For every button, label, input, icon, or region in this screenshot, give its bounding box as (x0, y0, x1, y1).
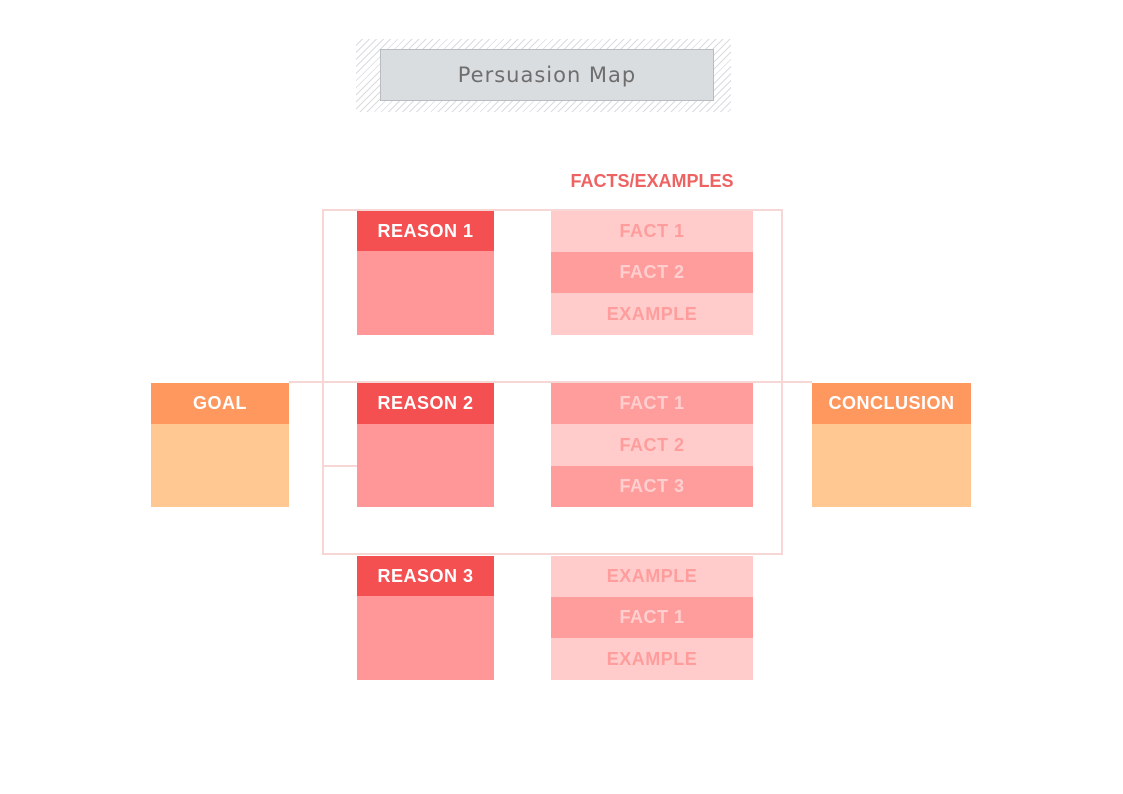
connector-line (322, 381, 812, 383)
reason-3-fact-3: EXAMPLE (551, 638, 753, 680)
reason-2-body (357, 424, 494, 507)
connector-line (322, 209, 783, 211)
reason-1-header: REASON 1 (357, 211, 494, 251)
goal-body (151, 424, 289, 507)
reason-2-fact-3: FACT 3 (551, 466, 753, 507)
conclusion-header: CONCLUSION (812, 383, 971, 424)
reason-1-fact-1: FACT 1 (551, 211, 753, 252)
reason-3-body (357, 596, 494, 680)
reason-2-fact-1: FACT 1 (551, 383, 753, 424)
reason-1-body (357, 251, 494, 335)
reason-3-fact-1: EXAMPLE (551, 556, 753, 597)
reason-3-header: REASON 3 (357, 556, 494, 596)
connector-line (322, 465, 358, 467)
facts-examples-heading: FACTS/EXAMPLES (570, 171, 734, 191)
connector-line (322, 553, 783, 555)
reason-2-fact-2: FACT 2 (551, 424, 753, 466)
goal-header: GOAL (151, 383, 289, 424)
reason-1-fact-2: FACT 2 (551, 252, 753, 293)
connector-line (289, 381, 324, 383)
page-title: Persuasion Map (380, 49, 714, 101)
reason-1-fact-3: EXAMPLE (551, 293, 753, 335)
reason-3-fact-2: FACT 1 (551, 597, 753, 638)
conclusion-body (812, 424, 971, 507)
reason-2-header: REASON 2 (357, 383, 494, 424)
